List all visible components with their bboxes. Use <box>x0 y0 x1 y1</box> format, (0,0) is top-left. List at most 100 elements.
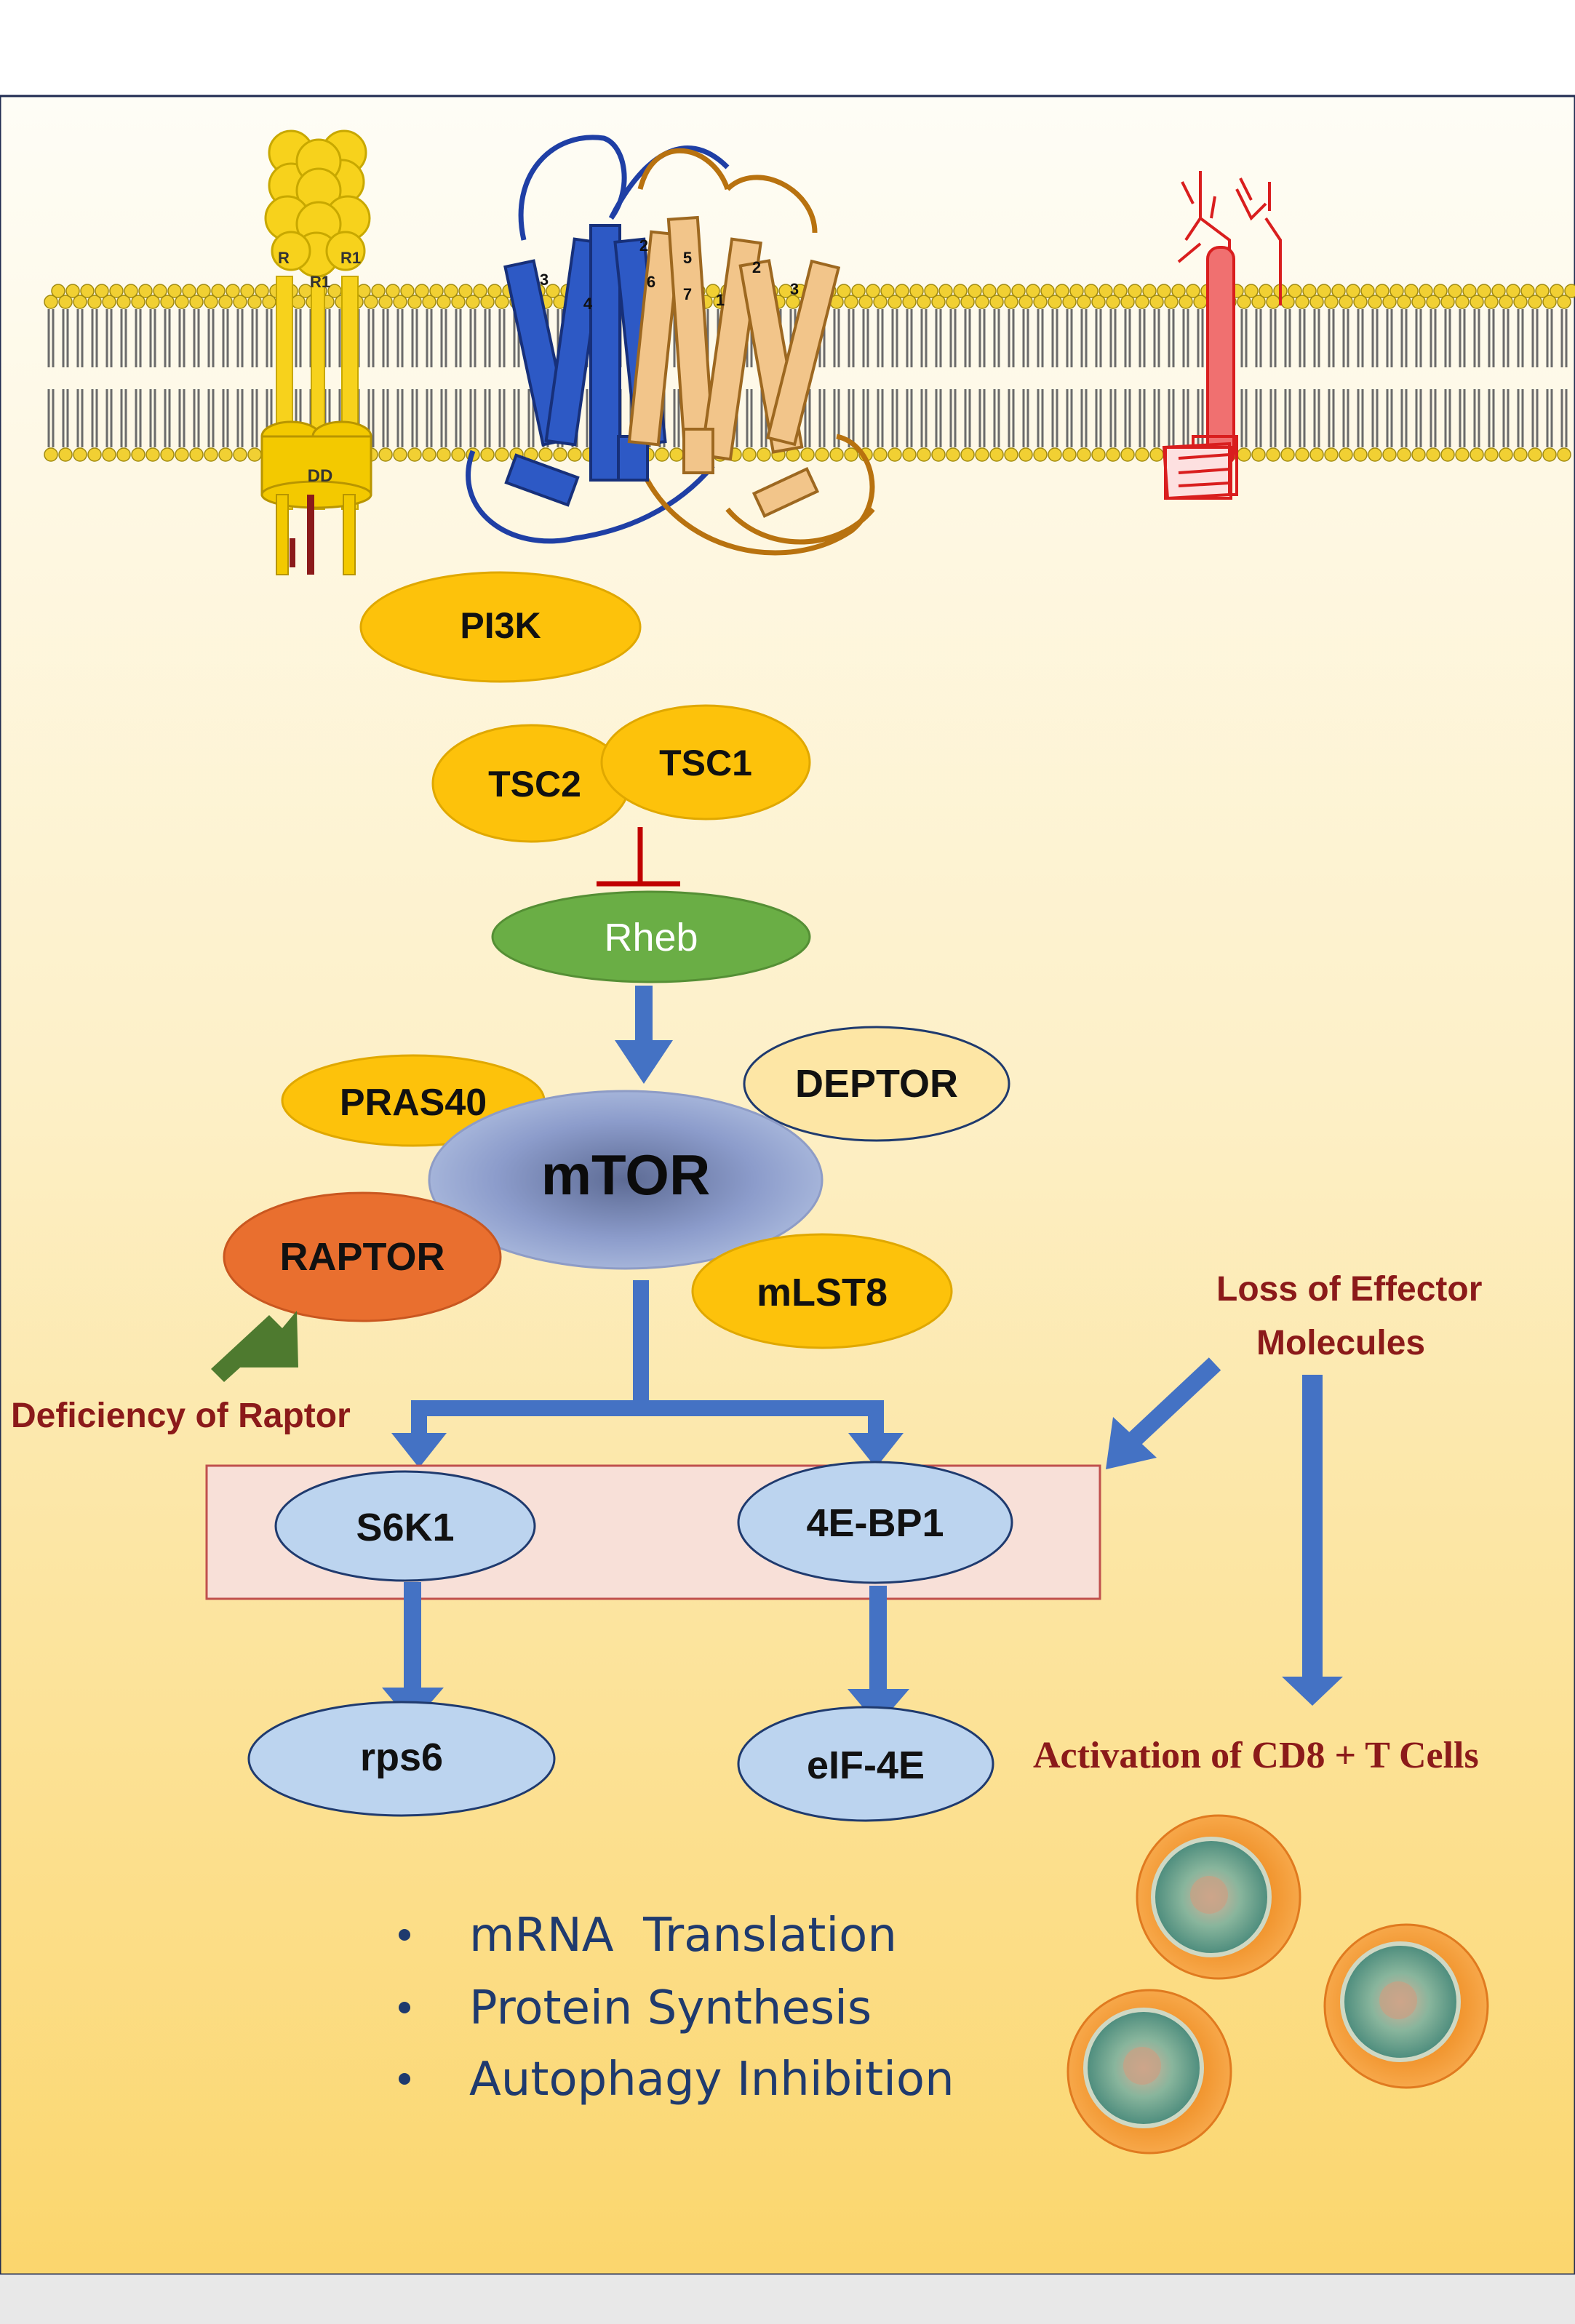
lipid-head <box>255 284 269 298</box>
helix-tan-5: 5 <box>683 249 692 267</box>
lipid-head <box>175 447 189 462</box>
lipid-head <box>655 447 669 462</box>
lipid-head <box>1033 447 1048 462</box>
lipid-head <box>102 447 116 462</box>
lipid-head <box>131 447 145 462</box>
receptor-label-dd: DD <box>308 466 333 486</box>
lipid-head <box>742 447 757 462</box>
loss-to-box-arrow <box>1106 1357 1221 1469</box>
lipid-head <box>407 295 422 309</box>
lipid-head <box>1404 284 1419 298</box>
outcome-autophagy-inhibition: Autophagy Inhibition <box>469 2053 954 2107</box>
lipid-head <box>458 284 473 298</box>
lipid-head <box>371 284 386 298</box>
lipid-head <box>960 295 975 309</box>
lipid-head <box>938 284 953 298</box>
lipid-head <box>1477 284 1491 298</box>
lipid-head <box>1128 284 1142 298</box>
lipid-head <box>975 295 989 309</box>
lipid-head <box>1331 284 1346 298</box>
lipid-head <box>73 295 87 309</box>
lipid-head <box>58 447 73 462</box>
lipid-head <box>1164 295 1179 309</box>
lipid-head <box>546 284 560 298</box>
lipid-head <box>851 284 866 298</box>
lipid-head <box>1098 284 1113 298</box>
lipid-head <box>1077 295 1091 309</box>
lipid-head <box>1455 447 1470 462</box>
lipid-head <box>567 447 582 462</box>
helix-blue-4: 4 <box>583 295 593 313</box>
lipid-head <box>1389 284 1404 298</box>
deficiency-arrow <box>211 1311 298 1382</box>
lipid-head <box>1062 447 1077 462</box>
pi3k-label: PI3K <box>460 605 541 646</box>
lipid-head <box>1382 295 1397 309</box>
lipid-head <box>1470 447 1484 462</box>
lipid-head <box>153 284 167 298</box>
lipid-head <box>1135 447 1149 462</box>
lipid-head <box>1484 295 1499 309</box>
lipid-head <box>495 447 509 462</box>
lipid-head <box>1484 447 1499 462</box>
mtor-label: mTOR <box>541 1143 711 1207</box>
lipid-head <box>553 447 567 462</box>
rheb-label: Rheb <box>604 916 698 959</box>
lipid-head <box>1557 447 1571 462</box>
lipid-head <box>829 447 844 462</box>
lipid-head <box>1513 295 1528 309</box>
t-cell-top <box>1136 1814 1301 1980</box>
lipid-head <box>1499 447 1513 462</box>
lipid-head <box>1026 284 1040 298</box>
lipid-head <box>1091 295 1106 309</box>
outcome-mrna-translation: mRNA Translation <box>469 1909 897 1962</box>
lipid-head <box>1368 295 1382 309</box>
lipid-head <box>902 295 917 309</box>
outcome-protein-synthesis: Protein Synthesis <box>469 1981 872 2035</box>
glycoprotein-receptor <box>1162 171 1282 500</box>
lipid-head <box>233 447 247 462</box>
lipid-head <box>1004 295 1018 309</box>
lipid-head <box>444 284 458 298</box>
rheb-node: Rheb <box>491 890 811 983</box>
lipid-head <box>968 284 982 298</box>
lipid-head <box>160 447 175 462</box>
lipid-head <box>1499 295 1513 309</box>
lipid-head <box>1106 295 1120 309</box>
lipid-head <box>204 447 218 462</box>
lipid-head <box>1113 284 1128 298</box>
lipid-head <box>931 295 946 309</box>
lipid-head <box>1011 284 1026 298</box>
lipid-head <box>378 295 393 309</box>
deficiency-of-raptor-label: Deficiency of Raptor <box>11 1397 351 1435</box>
lipid-head <box>1426 447 1440 462</box>
lipid-head <box>1309 447 1324 462</box>
lipid-head <box>1142 284 1157 298</box>
lipid-head <box>1135 295 1149 309</box>
lipid-head <box>1550 284 1564 298</box>
lipid-head <box>1280 447 1295 462</box>
lipid-head <box>429 284 444 298</box>
lipid-head <box>902 447 917 462</box>
lipid-head <box>422 295 436 309</box>
lipid-head <box>989 295 1004 309</box>
lipid-head <box>1033 295 1048 309</box>
lipid-head <box>1411 447 1426 462</box>
outcomes-list: mRNA Translation Protein Synthesis Autop… <box>399 1909 954 2107</box>
lipid-head <box>1506 284 1520 298</box>
lipid-head <box>1179 295 1193 309</box>
lipid-head <box>1069 284 1084 298</box>
lipid-head <box>451 295 466 309</box>
lipid-head <box>1339 295 1353 309</box>
helix-tan-6: 6 <box>647 273 655 291</box>
lipid-head <box>1171 284 1186 298</box>
lipid-head <box>757 447 771 462</box>
raptor-node: RAPTOR <box>223 1191 502 1322</box>
lipid-head <box>917 295 931 309</box>
inhibition-bar <box>597 827 680 887</box>
lipid-head <box>1259 284 1273 298</box>
lipid-head <box>1149 295 1164 309</box>
lipid-head <box>145 295 160 309</box>
lipid-head <box>873 295 888 309</box>
pi3k-node: PI3K <box>359 571 642 683</box>
